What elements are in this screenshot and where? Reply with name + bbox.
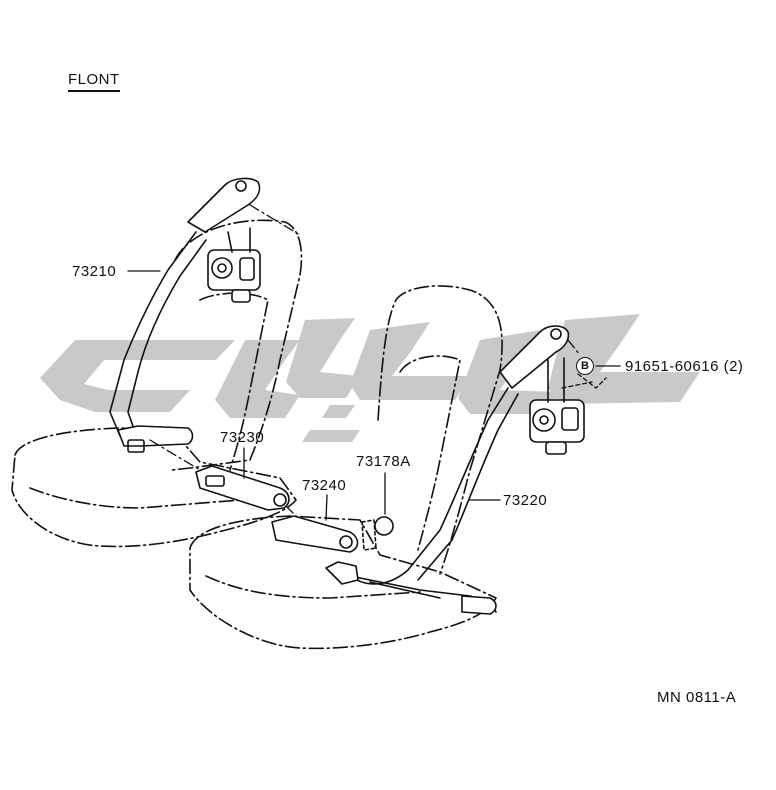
right-upper-anchor <box>499 325 570 389</box>
left-seat-back <box>171 219 303 471</box>
cover-73178a <box>374 516 394 536</box>
part-label-73178a: 73178A <box>356 453 411 470</box>
direction-label: FLONT <box>68 72 120 92</box>
right-seat <box>189 285 585 650</box>
right-seat-cushion <box>189 515 497 650</box>
part-label-73240: 73240 <box>302 477 347 494</box>
right-seat-back <box>377 285 503 575</box>
left-retractor <box>207 227 261 303</box>
bolt-badge: B <box>576 357 594 375</box>
part-label-73220: 73220 <box>503 492 548 509</box>
right-outer-belt <box>349 387 519 585</box>
figure-code: MN 0811-A <box>657 689 737 706</box>
right-retractor <box>529 357 585 455</box>
leader-lines <box>127 204 621 521</box>
left-upper-anchor <box>187 177 261 233</box>
right-inner-buckle <box>271 515 359 553</box>
left-inner-buckle <box>195 465 290 511</box>
left-seat <box>11 177 303 548</box>
part-label-73230: 73230 <box>220 429 265 446</box>
watermark-logo <box>40 314 700 442</box>
bolt-part-label: 91651-60616 (2) <box>625 358 744 375</box>
part-label-73210: 73210 <box>72 263 117 280</box>
left-seat-cushion <box>11 427 297 548</box>
left-outer-belt <box>109 231 207 437</box>
